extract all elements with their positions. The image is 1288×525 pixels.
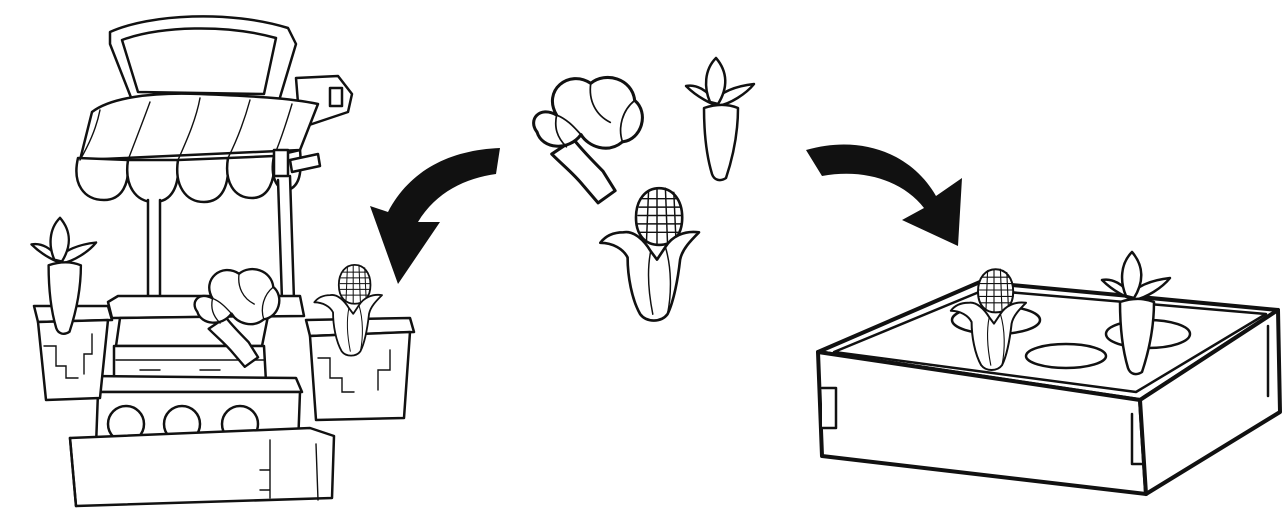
market-stall: [30, 15, 416, 508]
arrow-to-market-stall: [370, 148, 500, 284]
stall-shelf: [88, 374, 304, 394]
floating-corn: [598, 186, 701, 322]
vegetables: [532, 56, 756, 322]
stall-bottom-box: [68, 426, 336, 508]
planter-box-inner-rim: [832, 288, 1268, 394]
stall-left-planter: [36, 318, 110, 402]
floating-broccoli: [532, 75, 644, 205]
garden-planter-box: [816, 250, 1282, 496]
stall-awning-top: [78, 92, 320, 162]
stall-side-rail: [288, 152, 322, 174]
stall-awning-scallops: [75, 97, 302, 204]
stall-post-cap: [272, 148, 290, 178]
stall-sign-panel: [120, 27, 278, 96]
arrow-to-planter-box: [806, 144, 962, 246]
planter-box-side: [1138, 308, 1282, 496]
stall-awning-bracket: [328, 86, 344, 108]
floating-carrot: [684, 56, 756, 182]
stall-post-right: [276, 174, 296, 302]
stall-right-planter: [308, 330, 412, 422]
stall-post-left: [146, 198, 162, 302]
planter-hole-empty: [1024, 342, 1108, 370]
